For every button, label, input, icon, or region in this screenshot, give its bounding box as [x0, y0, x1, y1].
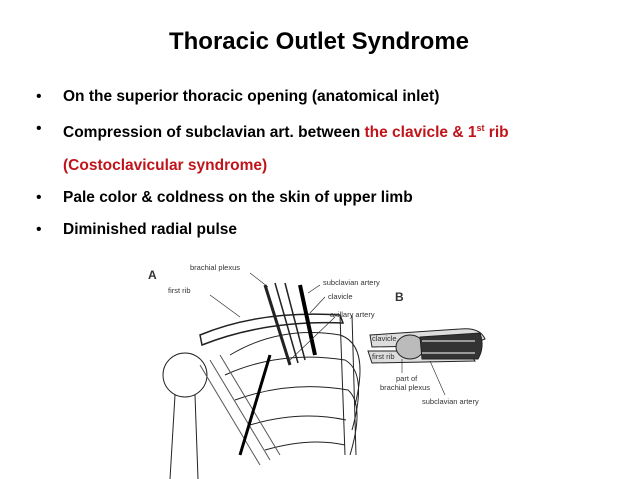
label-brachial-plexus: brachial plexus — [190, 263, 240, 272]
bullet-text: Compression of subclavian art. between — [63, 124, 365, 142]
bullet-item: • Compression of subclavian art. between… — [36, 118, 616, 176]
label-b-first-rib: first rib — [372, 352, 395, 361]
bullet-item: • Diminished radial pulse — [36, 219, 616, 240]
panel-b-drawing — [367, 328, 486, 396]
label-axillary-artery: axillary artery — [330, 310, 375, 319]
bullet-superscript: st — [476, 123, 485, 133]
label-b-clavicle: clavicle — [372, 334, 397, 343]
panel-a-label: A — [148, 268, 157, 282]
bullet-highlight-end: rib — [484, 124, 509, 142]
bullet-dot: • — [36, 88, 42, 105]
panel-a-drawing — [162, 272, 361, 479]
bullet-item: • Pale color & coldness on the skin of u… — [36, 187, 616, 208]
label-clavicle: clavicle — [328, 292, 353, 301]
bullet-dot: • — [36, 120, 42, 137]
label-b-part-of: part of — [396, 374, 418, 383]
bullet-text: Pale color & coldness on the skin of upp… — [63, 189, 413, 207]
label-b-subclavian-artery: subclavian artery — [422, 397, 479, 406]
label-first-rib: first rib — [168, 286, 191, 295]
label-subclavian-artery: subclavian artery — [323, 278, 380, 287]
panel-b-label: B — [395, 290, 404, 304]
bullet-text: Diminished radial pulse — [63, 221, 237, 239]
bullet-list: • On the superior thoracic opening (anat… — [36, 86, 616, 251]
bullet-dot: • — [36, 189, 42, 207]
slide-title: Thoracic Outlet Syndrome — [168, 28, 470, 55]
anatomy-illustration: A brachial plexus first rib subclavian a… — [148, 263, 486, 479]
bullet-highlight: the clavicle & 1 — [364, 124, 477, 142]
label-b-brachial-plexus: brachial plexus — [380, 383, 430, 392]
bullet-dot: • — [36, 221, 42, 239]
bullet-text: On the superior thoracic opening (anatom… — [63, 88, 440, 105]
bullet-continuation: (Costoclavicular syndrome) — [63, 157, 268, 175]
bullet-item: • On the superior thoracic opening (anat… — [36, 86, 616, 107]
